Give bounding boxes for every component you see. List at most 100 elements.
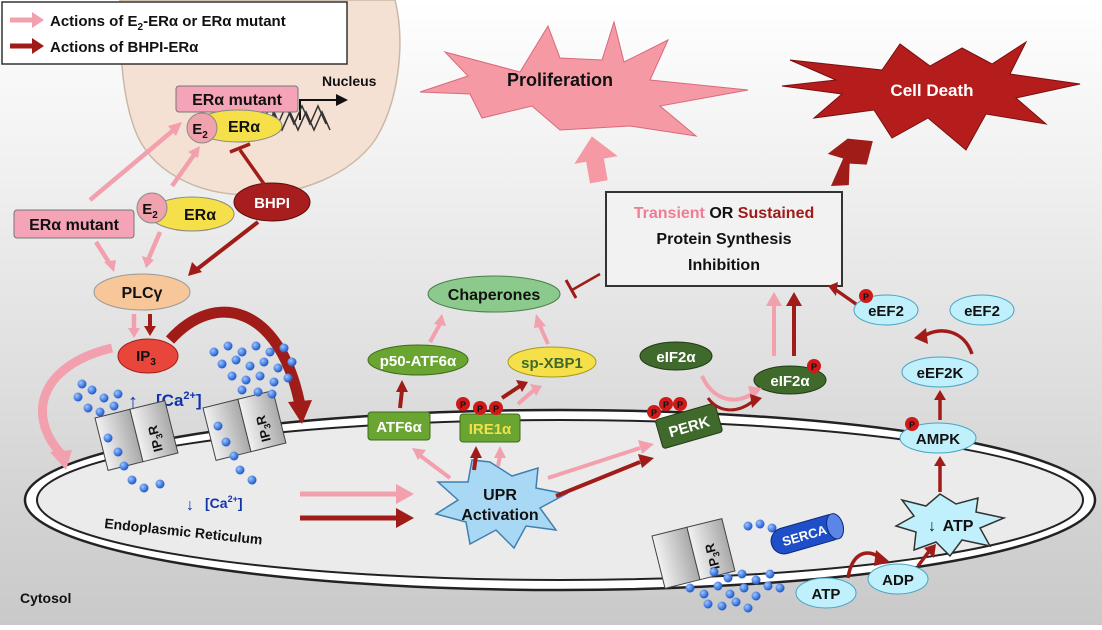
calcium-ion [217,359,227,369]
eif2a-phospho [807,359,821,373]
legend-box [1,1,348,65]
calcium-dots-channels [103,421,257,493]
calcium-ion [73,392,83,402]
eif2a-p-label: eIF2α [770,373,810,390]
eef2-ellipse [949,294,1015,326]
nucleus-label: Nucleus [322,73,377,89]
calcium-ion [717,601,727,611]
calcium-ion [127,475,137,485]
calcium-ion [765,569,775,579]
calcium-ion [731,597,741,607]
ampk-phospho [905,417,919,431]
ca-down-arrow: ↓ [186,497,194,514]
arrow-eif2a-dark [706,397,753,412]
upr-branch-arrows [412,440,654,498]
arrowhead-eif2a-dark [750,394,762,408]
calcium-ion [87,385,97,395]
arrow-e2era-to-nucleus [170,150,198,188]
calcium-ion [763,581,773,591]
p50-atf6-label: p50-ATF6α [380,353,457,370]
calcium-ion [259,357,269,367]
calcium-ion [223,341,233,351]
calcium-ion [725,589,735,599]
e2-nuclear-label: E2 [192,121,208,141]
calcium-ion [241,375,251,385]
arrowhead-atp-to-adp [874,550,890,566]
calcium-ion [99,393,109,403]
eif2a-p-ellipse [753,365,827,395]
sp-xbp1-label: sp-XBP1 [521,355,583,372]
calcium-ion [209,347,219,357]
psi-line1: Transient OR Sustained [634,205,815,222]
arrow-eif2a-pink [700,375,754,402]
atp-label: ATP [812,586,841,603]
proliferation-label: Proliferation [507,70,613,90]
calcium-ion [743,603,753,613]
arrowhead-er-to-upr-pink [396,484,414,504]
plcg-label: PLCγ [122,285,163,302]
plcg-ellipse [93,273,191,311]
arrowhead-er-to-upr-dark [396,508,414,528]
calcium-dots-cytosol-middle [209,341,297,399]
calcium-ion [229,451,239,461]
calcium-ion [273,363,283,373]
ire1-box [459,413,521,443]
arrowhead-ampk-to-eef2k [934,390,946,400]
psi-inhibition-bar [564,279,578,299]
eef2-p-label: eEF2 [868,303,904,320]
svg-text:IP3R: IP3R [145,423,168,454]
atp-decrease-arrow: ↓ [928,518,936,535]
eef2-phospho-label: P [863,292,869,302]
ca-up-arrow: ↑ [128,391,138,413]
svg-text:P: P [651,408,657,418]
calcium-ion [737,569,747,579]
bhpi-inhibition-bar [229,142,251,154]
eef2-label: eEF2 [964,303,1000,320]
calcium-ion [253,387,263,397]
calcium-ion [287,357,297,367]
legend-item-e2: Actions of E2-ERα or ERα mutant [50,13,286,33]
p50-atf6-ellipse [367,344,469,376]
arrow-mutant-to-nuclear [88,126,178,202]
eef2k-ellipse [901,356,979,388]
ampk-label: AMPK [916,431,960,448]
e2-circle [136,192,168,224]
arrow-to-proliferation [574,136,618,184]
eef2-p-ellipse [853,294,919,326]
arrow-ip3-to-ip3r-pink [37,343,114,459]
adp-ellipse [867,563,929,595]
era-mutant-box [13,209,135,239]
calcium-ion [235,465,245,475]
calcium-ion [743,521,753,531]
eef2-phospho [859,289,873,303]
bhpi-inhibition-line [238,148,266,186]
ampk-phospho-label: P [909,420,915,430]
arrowhead-eef2-to-psi [828,282,838,296]
arrowhead-atp-to-ampk [934,456,946,466]
atp-ellipse [795,577,857,609]
calcium-ion [269,377,279,387]
arrowhead-ip3-to-ip3r-pink [50,450,72,470]
calcium-ion [767,523,777,533]
calcium-ion [245,361,255,371]
calcium-ion [703,599,713,609]
legend: Actions of E2-ERα or ERα mutant Actions … [1,1,348,65]
calcium-ion [265,347,275,357]
calcium-ion [109,401,119,411]
eif2a-to-psi-arrows [766,292,802,356]
calcium-ion [255,371,265,381]
cell-death-label: Cell Death [890,81,973,100]
svg-text:P: P [663,400,669,410]
eif2a-label: eIF2α [656,349,696,366]
psi-inhibits-chaperones [571,272,601,292]
legend-dark-arrowhead [32,38,44,54]
arrow-mutant-to-plcg [94,240,112,266]
atp-decrease-burst [894,493,1007,558]
proliferation-burst [419,20,749,137]
upr-label-line2: Activation [461,507,538,524]
calcium-ion [283,373,293,383]
psi-line2: Protein Synthesis [656,231,791,248]
era-mutant-nuclear-label: ERα mutant [192,92,283,109]
perk-box: PERK [655,403,723,449]
